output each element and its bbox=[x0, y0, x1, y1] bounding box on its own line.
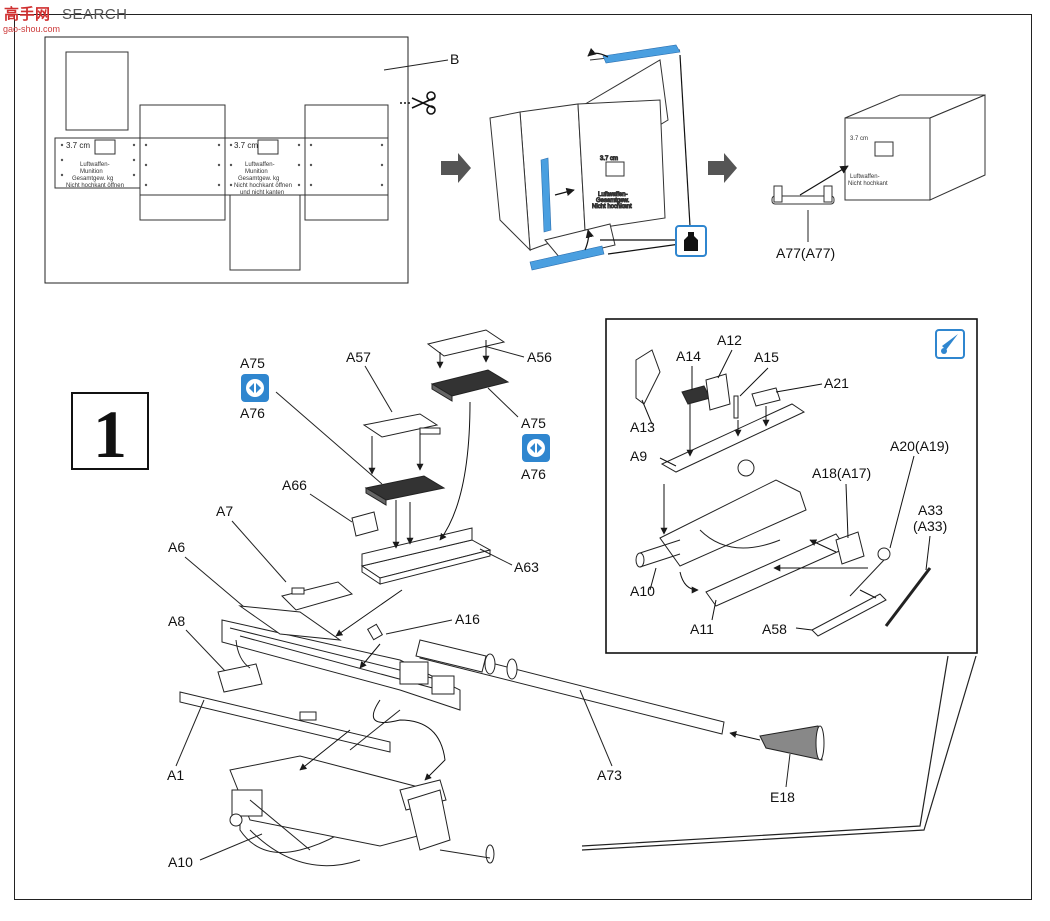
watermark: 高手网 SEARCH gao-shou.com bbox=[0, 2, 170, 36]
label-a63: A63 bbox=[514, 559, 539, 575]
step-number: 1 bbox=[93, 396, 127, 472]
label-e18: E18 bbox=[770, 789, 795, 805]
svg-text:Luftwaffen-: Luftwaffen- bbox=[245, 162, 275, 168]
label-a8: A8 bbox=[168, 613, 185, 629]
label-a56: A56 bbox=[527, 349, 552, 365]
label-a66: A66 bbox=[282, 477, 307, 493]
label-a12: A12 bbox=[717, 332, 742, 348]
svg-text:3.7 cm: 3.7 cm bbox=[600, 156, 618, 162]
arrow-right-icon-2 bbox=[708, 153, 737, 183]
label-a16: A16 bbox=[455, 611, 480, 627]
part-a7 bbox=[281, 581, 354, 611]
svg-text:Nicht hochkant öffnen: Nicht hochkant öffnen bbox=[66, 183, 124, 189]
svg-text:Nicht hochkant: Nicht hochkant bbox=[592, 204, 632, 210]
paint-brush-icon bbox=[935, 329, 965, 359]
part-a20 bbox=[877, 547, 891, 561]
part-a18 bbox=[835, 531, 865, 565]
part-a1 bbox=[179, 691, 391, 753]
svg-text:Munition: Munition bbox=[80, 169, 103, 175]
arrow-right-icon bbox=[441, 153, 471, 183]
svg-text:3.7 cm: 3.7 cm bbox=[850, 136, 868, 142]
label-a20: A20(A19) bbox=[890, 438, 949, 454]
label-a10-main: A10 bbox=[168, 854, 193, 870]
label-b: B bbox=[450, 51, 459, 67]
svg-text:Luftwaffen-: Luftwaffen- bbox=[598, 192, 628, 198]
label-a58: A58 bbox=[762, 621, 787, 637]
page-frame bbox=[14, 14, 1032, 900]
svg-text:und nicht kanten: und nicht kanten bbox=[240, 190, 284, 196]
gun-carriage-lower bbox=[229, 755, 495, 867]
label-a6: A6 bbox=[168, 539, 185, 555]
svg-text:Gesamtgew.: Gesamtgew. bbox=[596, 198, 630, 204]
ammo-tray-a63 bbox=[360, 527, 492, 585]
crate-folding-illustration: 3.7 cm Luftwaffen- Gesamtgew. Nicht hoch… bbox=[489, 49, 681, 259]
crate-caliber: 3.7 cm bbox=[66, 141, 90, 150]
gun-barrel-a73 bbox=[415, 639, 725, 735]
watermark-search: SEARCH bbox=[62, 6, 128, 23]
label-a75-right: A75 bbox=[521, 415, 546, 431]
svg-text:Gesamtgew. kg: Gesamtgew. kg bbox=[238, 176, 279, 182]
label-a10-inset: A10 bbox=[630, 583, 655, 599]
blue-tape-strips bbox=[529, 44, 681, 271]
watermark-brand: 高手网 bbox=[4, 6, 51, 23]
label-a77: A77(A77) bbox=[776, 245, 835, 261]
label-a15: A15 bbox=[754, 349, 779, 365]
choice-option-icon-2 bbox=[522, 434, 550, 462]
part-a58 bbox=[811, 593, 887, 637]
choice-option-icon bbox=[241, 374, 269, 402]
part-a16 bbox=[366, 623, 384, 641]
step-number-box: 1 bbox=[71, 392, 149, 472]
svg-text:Nicht hochkant öffnen: Nicht hochkant öffnen bbox=[234, 183, 292, 189]
part-a15 bbox=[733, 395, 739, 419]
part-a21 bbox=[751, 387, 781, 407]
crate-cutout-panel: 3.7 cm Luftwaffen- Munition Gesamtgew. k… bbox=[44, 36, 459, 284]
label-a21: A21 bbox=[824, 375, 849, 391]
part-a13 bbox=[635, 349, 661, 405]
part-a12 bbox=[705, 373, 731, 411]
detail-inset-panel bbox=[605, 318, 978, 654]
crate-handle-part bbox=[771, 185, 835, 205]
inset-receiver bbox=[659, 479, 807, 567]
label-a14: A14 bbox=[676, 348, 701, 364]
label-a9: A9 bbox=[630, 448, 647, 464]
label-a57: A57 bbox=[346, 349, 371, 365]
gun-receiver-body bbox=[221, 605, 461, 711]
ammo-clip-a56 bbox=[426, 329, 506, 357]
svg-text:Nicht hochkant: Nicht hochkant bbox=[848, 181, 888, 187]
crate-caliber-2: 3.7 cm bbox=[234, 141, 258, 150]
label-a76-left: A76 bbox=[240, 405, 265, 421]
label-a1: A1 bbox=[167, 767, 184, 783]
label-a75-left: A75 bbox=[240, 355, 265, 371]
label-a76-right: A76 bbox=[521, 466, 546, 482]
ammo-clip-a57 bbox=[362, 413, 441, 438]
part-a8 bbox=[217, 663, 263, 693]
svg-text:Luftwaffen-: Luftwaffen- bbox=[80, 162, 110, 168]
svg-text:Luftwaffen-: Luftwaffen- bbox=[850, 174, 880, 180]
crate-finished-illustration: 3.7 cm Luftwaffen- Nicht hochkant bbox=[844, 94, 986, 201]
label-a13: A13 bbox=[630, 419, 655, 435]
flash-hider-e18 bbox=[759, 725, 825, 761]
label-a18: A18(A17) bbox=[812, 465, 871, 481]
watermark-site: gao-shou.com bbox=[3, 24, 61, 34]
bracket-part-a66 bbox=[351, 511, 379, 537]
ammo-rounds-a75-2 bbox=[430, 369, 510, 402]
label-a33: A33 bbox=[918, 502, 943, 518]
label-a33b: (A33) bbox=[913, 518, 947, 534]
label-a73: A73 bbox=[597, 767, 622, 783]
label-a7: A7 bbox=[216, 503, 233, 519]
scissors-icon bbox=[400, 91, 436, 115]
part-a33 bbox=[884, 567, 932, 627]
label-a11: A11 bbox=[690, 621, 714, 637]
svg-text:Gesamtgew. kg: Gesamtgew. kg bbox=[72, 176, 113, 182]
glue-bottle-icon bbox=[675, 225, 707, 257]
ammo-rounds-a75 bbox=[364, 475, 446, 506]
svg-text:Munition: Munition bbox=[245, 169, 268, 175]
